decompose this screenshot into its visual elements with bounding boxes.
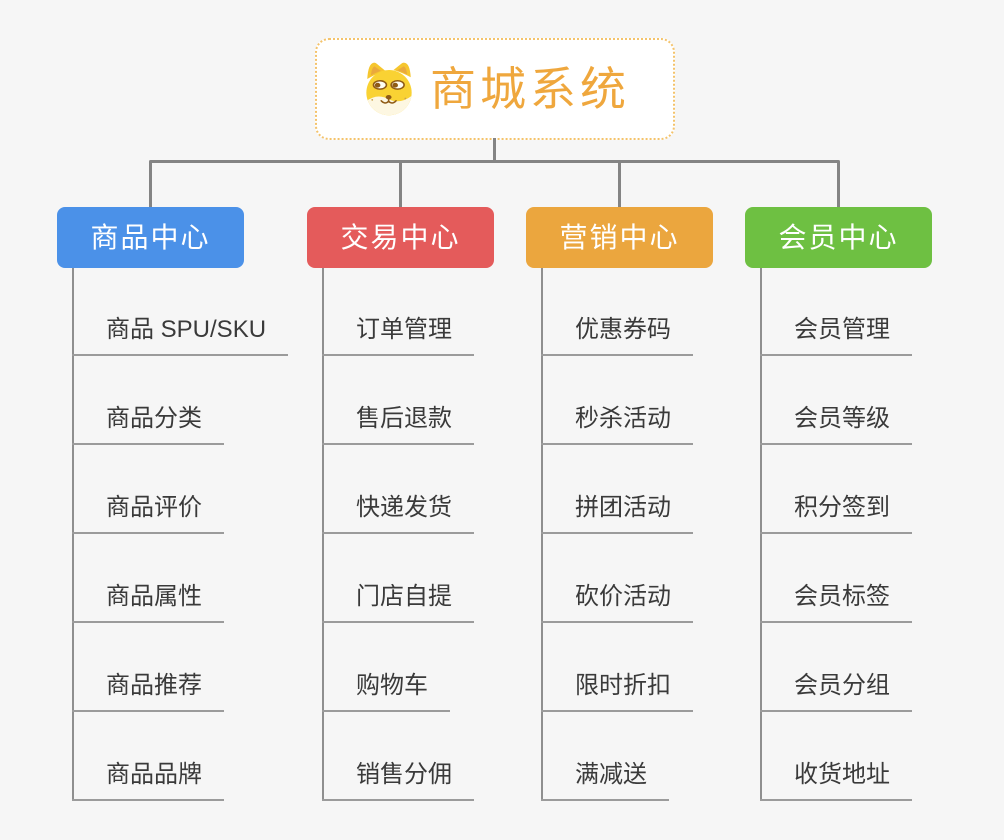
leaf-label: 拼团活动: [575, 494, 671, 522]
leaf-node[interactable]: 订单管理: [322, 267, 474, 356]
connector-root-stem: [493, 138, 496, 162]
branch-items: 优惠券码 秒杀活动 拼团活动 砍价活动 限时折扣 满减送: [541, 267, 693, 801]
leaf-label: 会员管理: [794, 316, 890, 344]
leaf-node[interactable]: 商品属性: [72, 534, 224, 623]
branch-node[interactable]: 交易中心: [307, 207, 494, 268]
leaf-node[interactable]: 会员标签: [760, 534, 912, 623]
leaf-node[interactable]: 快递发货: [322, 445, 474, 534]
leaf-node[interactable]: 满减送: [541, 712, 669, 801]
branch-node[interactable]: 营销中心: [526, 207, 713, 268]
leaf-node[interactable]: 商品分类: [72, 356, 224, 445]
leaf-node[interactable]: 商品推荐: [72, 623, 224, 712]
leaf-node[interactable]: 积分签到: [760, 445, 912, 534]
branch-node[interactable]: 会员中心: [745, 207, 932, 268]
leaf-node[interactable]: 销售分佣: [322, 712, 474, 801]
dog-face-icon: [366, 62, 412, 116]
leaf-node[interactable]: 会员管理: [760, 267, 912, 356]
leaf-label: 限时折扣: [575, 672, 671, 700]
leaf-node[interactable]: 收货地址: [760, 712, 912, 801]
branch-label: 交易中心: [340, 221, 461, 253]
leaf-label: 优惠券码: [575, 316, 671, 344]
connector-rail: [149, 160, 840, 163]
leaf-label: 积分签到: [794, 494, 890, 522]
leaf-label: 砍价活动: [575, 583, 671, 611]
leaf-label: 商品推荐: [106, 672, 202, 700]
leaf-label: 商品属性: [106, 583, 202, 611]
leaf-node[interactable]: 会员等级: [760, 356, 912, 445]
leaf-label: 商品分类: [106, 405, 202, 433]
leaf-node[interactable]: 会员分组: [760, 623, 912, 712]
leaf-label: 购物车: [356, 672, 428, 700]
branch-group-2: 营销中心 优惠券码 秒杀活动 拼团活动 砍价活动 限时折扣 满减送: [526, 162, 713, 801]
branch-group-0: 商品中心 商品 SPU/SKU 商品分类 商品评价 商品属性 商品推荐 商品品牌: [57, 162, 289, 801]
root-title: 商城系统: [430, 63, 630, 115]
branch-label: 营销中心: [559, 221, 680, 253]
leaf-label: 收货地址: [794, 761, 890, 789]
leaf-label: 满减送: [575, 761, 647, 789]
branch-label: 商品中心: [90, 221, 211, 253]
leaf-node[interactable]: 拼团活动: [541, 445, 693, 534]
leaf-node[interactable]: 商品品牌: [72, 712, 224, 801]
connector-branch-drop: [149, 162, 152, 207]
leaf-label: 会员标签: [794, 583, 890, 611]
leaf-label: 订单管理: [356, 316, 452, 344]
leaf-node[interactable]: 优惠券码: [541, 267, 693, 356]
branch-items: 会员管理 会员等级 积分签到 会员标签 会员分组 收货地址: [760, 267, 912, 801]
branch-items: 订单管理 售后退款 快递发货 门店自提 购物车 销售分佣: [322, 267, 474, 801]
branch-group-3: 会员中心 会员管理 会员等级 积分签到 会员标签 会员分组 收货地址: [745, 162, 932, 801]
leaf-label: 会员分组: [794, 672, 890, 700]
leaf-label: 商品评价: [106, 494, 202, 522]
leaf-label: 售后退款: [356, 405, 452, 433]
connector-branch-line: [72, 268, 74, 801]
leaf-node[interactable]: 门店自提: [322, 534, 474, 623]
leaf-node[interactable]: 商品 SPU/SKU: [72, 267, 289, 356]
connector-branch-line: [322, 268, 324, 801]
leaf-node[interactable]: 砍价活动: [541, 534, 693, 623]
leaf-node[interactable]: 限时折扣: [541, 623, 693, 712]
branch-items: 商品 SPU/SKU 商品分类 商品评价 商品属性 商品推荐 商品品牌: [72, 267, 289, 801]
leaf-label: 会员等级: [794, 405, 890, 433]
leaf-node[interactable]: 秒杀活动: [541, 356, 693, 445]
leaf-label: 秒杀活动: [575, 405, 671, 433]
connector-branch-line: [541, 268, 543, 801]
branch-group-1: 交易中心 订单管理 售后退款 快递发货 门店自提 购物车 销售分佣: [307, 162, 494, 801]
connector-branch-drop: [618, 162, 621, 207]
leaf-label: 销售分佣: [356, 761, 452, 789]
connector-branch-line: [760, 268, 762, 801]
leaf-node[interactable]: 售后退款: [322, 356, 474, 445]
leaf-label: 商品品牌: [106, 761, 202, 789]
connector-branch-drop: [837, 162, 840, 207]
leaf-label: 快递发货: [356, 494, 452, 522]
leaf-label: 商品 SPU/SKU: [106, 316, 267, 344]
connector-branch-drop: [399, 162, 402, 207]
root-node[interactable]: 商城系统: [315, 38, 675, 140]
leaf-label: 门店自提: [356, 583, 452, 611]
branch-node[interactable]: 商品中心: [57, 207, 244, 268]
leaf-node[interactable]: 商品评价: [72, 445, 224, 534]
branch-label: 会员中心: [778, 221, 899, 253]
leaf-node[interactable]: 购物车: [322, 623, 450, 712]
